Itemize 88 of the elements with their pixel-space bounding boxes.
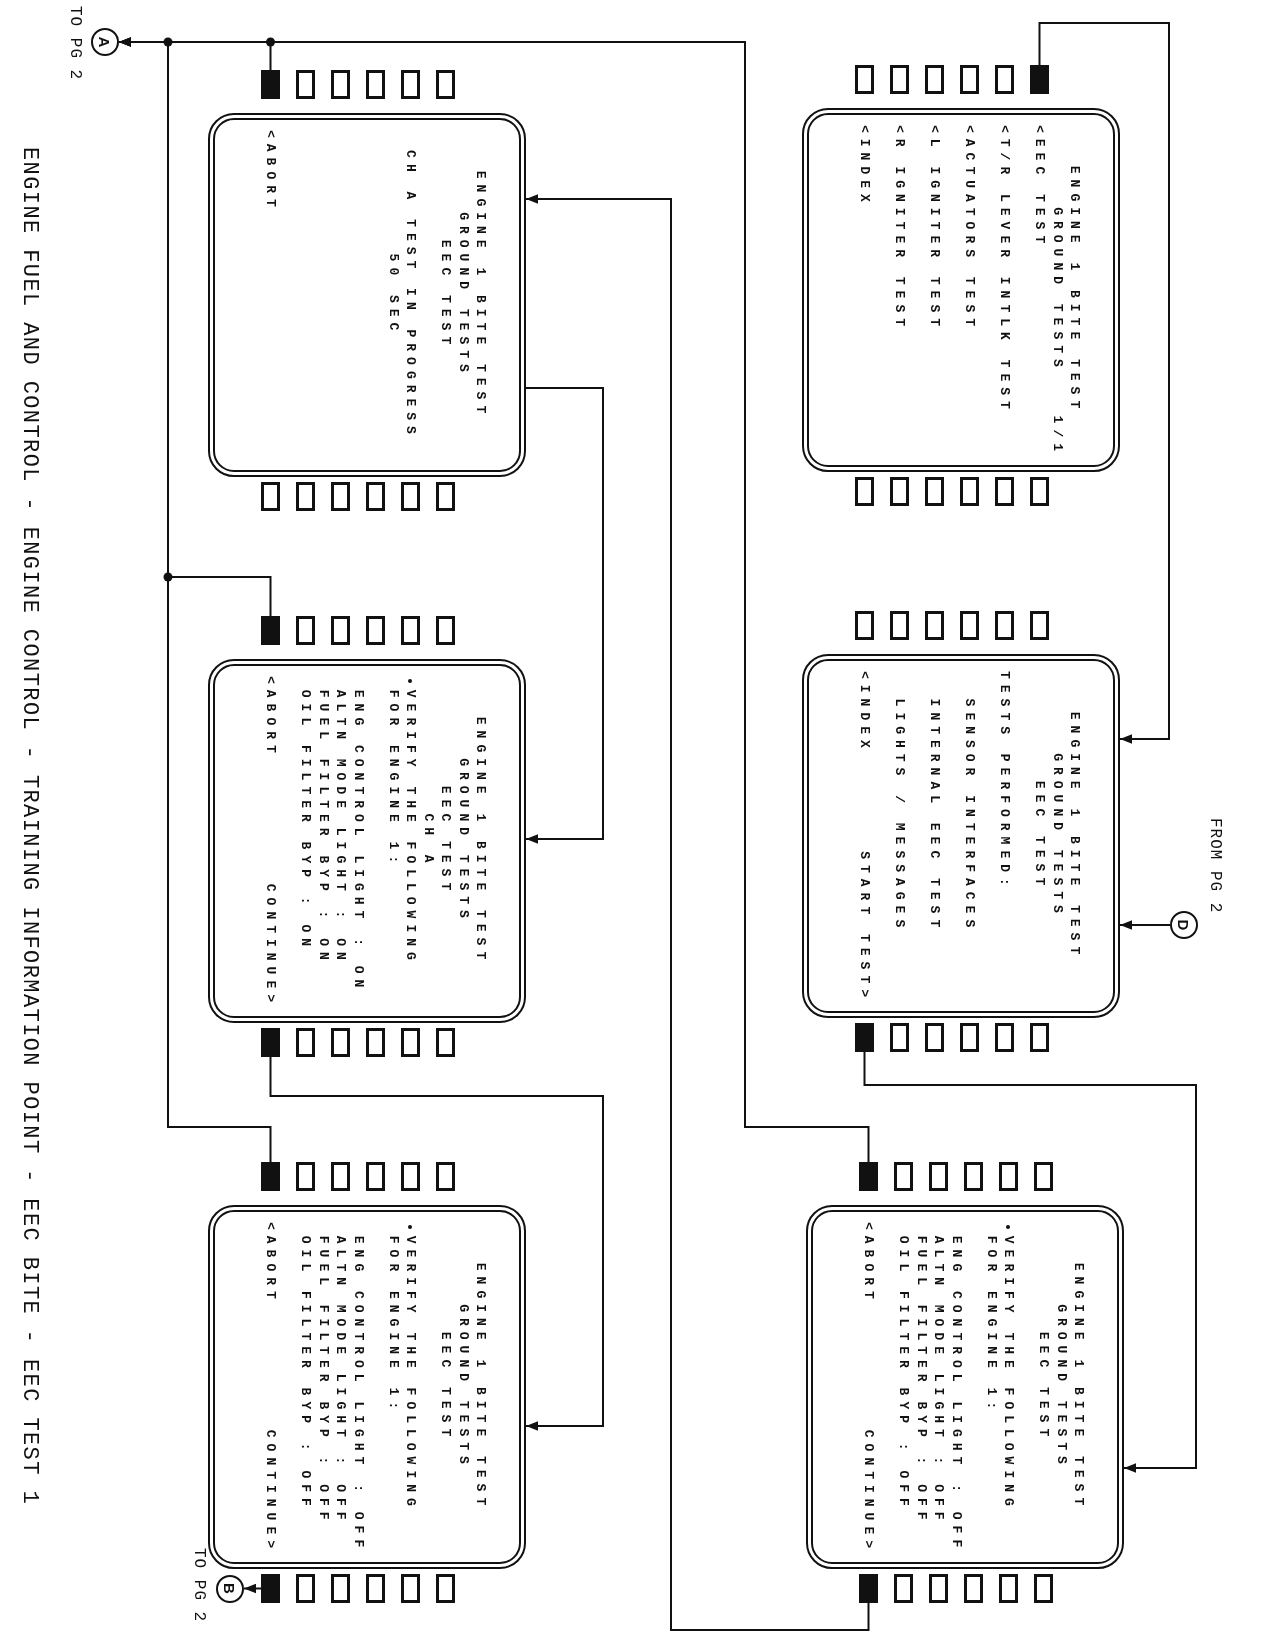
screen-text: VERIFY THE FOLLOWING (402, 689, 419, 966)
cdu-screen (806, 1205, 1124, 1569)
connector-arrow (525, 194, 870, 1631)
screen-text: GROUND TESTS (1053, 1304, 1069, 1470)
screen-text: 50 SEC (385, 253, 401, 337)
cdu-screen (208, 113, 526, 477)
screen-text: <EEC TEST (1031, 125, 1048, 250)
line-select-key (261, 1162, 280, 1191)
cdu-screen (208, 1205, 526, 1569)
screen-text: CH A TEST IN PROGRESS (402, 150, 419, 440)
screen-text: ALTN MODE LIGHT : ON (332, 689, 349, 966)
screen-text: ALTN MODE LIGHT : OFF (930, 1235, 947, 1526)
connector-circle: D (1170, 911, 1198, 939)
line-select-key (261, 1028, 280, 1057)
screen-text: GROUND TESTS (455, 758, 471, 924)
connector-arrow (1119, 920, 1171, 930)
screen-text: VERIFY THE FOLLOWING (1000, 1235, 1017, 1512)
line-select-key (859, 1574, 878, 1603)
screen-text: <INDEX (856, 125, 873, 208)
screen-text: OIL FILTER BYP : OFF (297, 1235, 314, 1512)
connector-arrow (269, 1056, 604, 1431)
screen-text: EEC TEST (437, 1331, 454, 1443)
screen-text: GROUND TESTS (455, 1304, 471, 1470)
cdu-screen (208, 659, 526, 1023)
screen-text: EEC TEST (437, 239, 454, 351)
page-reference: TO PG 2 (190, 1548, 208, 1623)
screen-text: TESTS PERFORMED: (996, 671, 1013, 892)
screen-text: ENGINE 1 BITE TEST (1066, 711, 1083, 961)
connector-circle: B (216, 1574, 244, 1603)
screen-text: CH A (420, 813, 436, 869)
screen-text: ENGINE 1 BITE TEST (472, 716, 489, 966)
line-select-key (261, 70, 280, 99)
page-reference: TO PG 2 (66, 6, 84, 81)
connector-arrow (863, 1051, 1197, 1473)
line-select-key (859, 1162, 878, 1191)
screen-text: ENG CONTROL LIGHT : OFF (948, 1235, 964, 1554)
diagram-title: ENGINE FUEL AND CONTROL - ENGINE CONTROL - TRAINING INFORMATION POINT - EEC BITE - EEC TEST 1 (17, 147, 42, 1505)
screen-text: <ABORT (860, 1222, 877, 1305)
screen-text: ENGINE 1 BITE TEST (472, 1262, 489, 1512)
screen-text: CONTINUE> (860, 1429, 877, 1554)
screen-text: ENG CONTROL LIGHT : ON (350, 689, 366, 994)
screen-text: <ABORT (262, 676, 279, 759)
screen-text: <ACTUATORS TEST (961, 125, 978, 333)
screen-text: START TEST> (856, 851, 873, 1003)
screen-text: <R IGNITER TEST (891, 125, 908, 333)
screen-text: FUEL FILTER BYP : ON (315, 689, 331, 966)
screen-text: <L IGNITER TEST (926, 125, 943, 333)
screen-text: ALTN MODE LIGHT : OFF (332, 1235, 349, 1526)
cdu-screen (802, 654, 1120, 1018)
screen-text: OIL FILTER BYP : OFF (895, 1235, 912, 1512)
screen-text: ENG CONTROL LIGHT : OFF (350, 1235, 366, 1554)
page-reference: FROM PG 2 (1206, 818, 1224, 914)
screen-text: INTERNAL EEC TEST (926, 698, 943, 934)
screen-text: CONTINUE> (262, 1429, 279, 1554)
screen-text: LIGHTS / MESSAGES (891, 698, 908, 934)
screen-text: <INDEX (856, 671, 873, 754)
screen-text: SENSOR INTERFACES (961, 698, 978, 934)
line-select-key (1030, 65, 1049, 94)
connector-arrow (525, 387, 604, 844)
screen-text: EEC TEST (1031, 780, 1048, 892)
screen-text: VERIFY THE FOLLOWING (402, 1235, 419, 1512)
cdu-screen (802, 108, 1120, 472)
screen-text: <ABORT (262, 1222, 279, 1305)
screen-text: EEC TEST (1035, 1331, 1052, 1443)
screen-text: EEC TEST (437, 785, 454, 897)
screen-text: 1/1 (1049, 415, 1065, 457)
screen-text: <ABORT (262, 130, 279, 213)
screen-text: FOR ENGINE 1: (385, 1235, 401, 1416)
screen-text: <T/R LEVER INTLK TEST (996, 125, 1013, 415)
line-select-key (261, 616, 280, 645)
screen-text: FUEL FILTER BYP : OFF (913, 1235, 929, 1526)
connector-arrow (1038, 22, 1170, 744)
screen-text: FOR ENGINE 1: (983, 1235, 999, 1416)
connector-arrow (243, 1583, 262, 1594)
screen-text: FUEL FILTER BYP : OFF (315, 1235, 331, 1526)
line-select-key (855, 1023, 874, 1052)
connector-circle: A (91, 28, 119, 56)
screen-text: ENGINE 1 BITE TEST (472, 170, 489, 420)
screen-text: GROUND TESTS (455, 212, 471, 378)
screen-text: FOR ENGINE 1: (385, 689, 401, 870)
line-select-key (261, 1574, 280, 1603)
connector-arrow (118, 37, 272, 1163)
screen-text: CONTINUE> (262, 883, 279, 1008)
screen-text: GROUND TESTS (1049, 753, 1065, 919)
screen-text: OIL FILTER BYP : ON (297, 689, 314, 953)
screen-text: ENGINE 1 BITE TEST (1066, 165, 1083, 415)
screen-text: GROUND TESTS (1049, 207, 1065, 373)
screen-text: ENGINE 1 BITE TEST (1070, 1262, 1087, 1512)
